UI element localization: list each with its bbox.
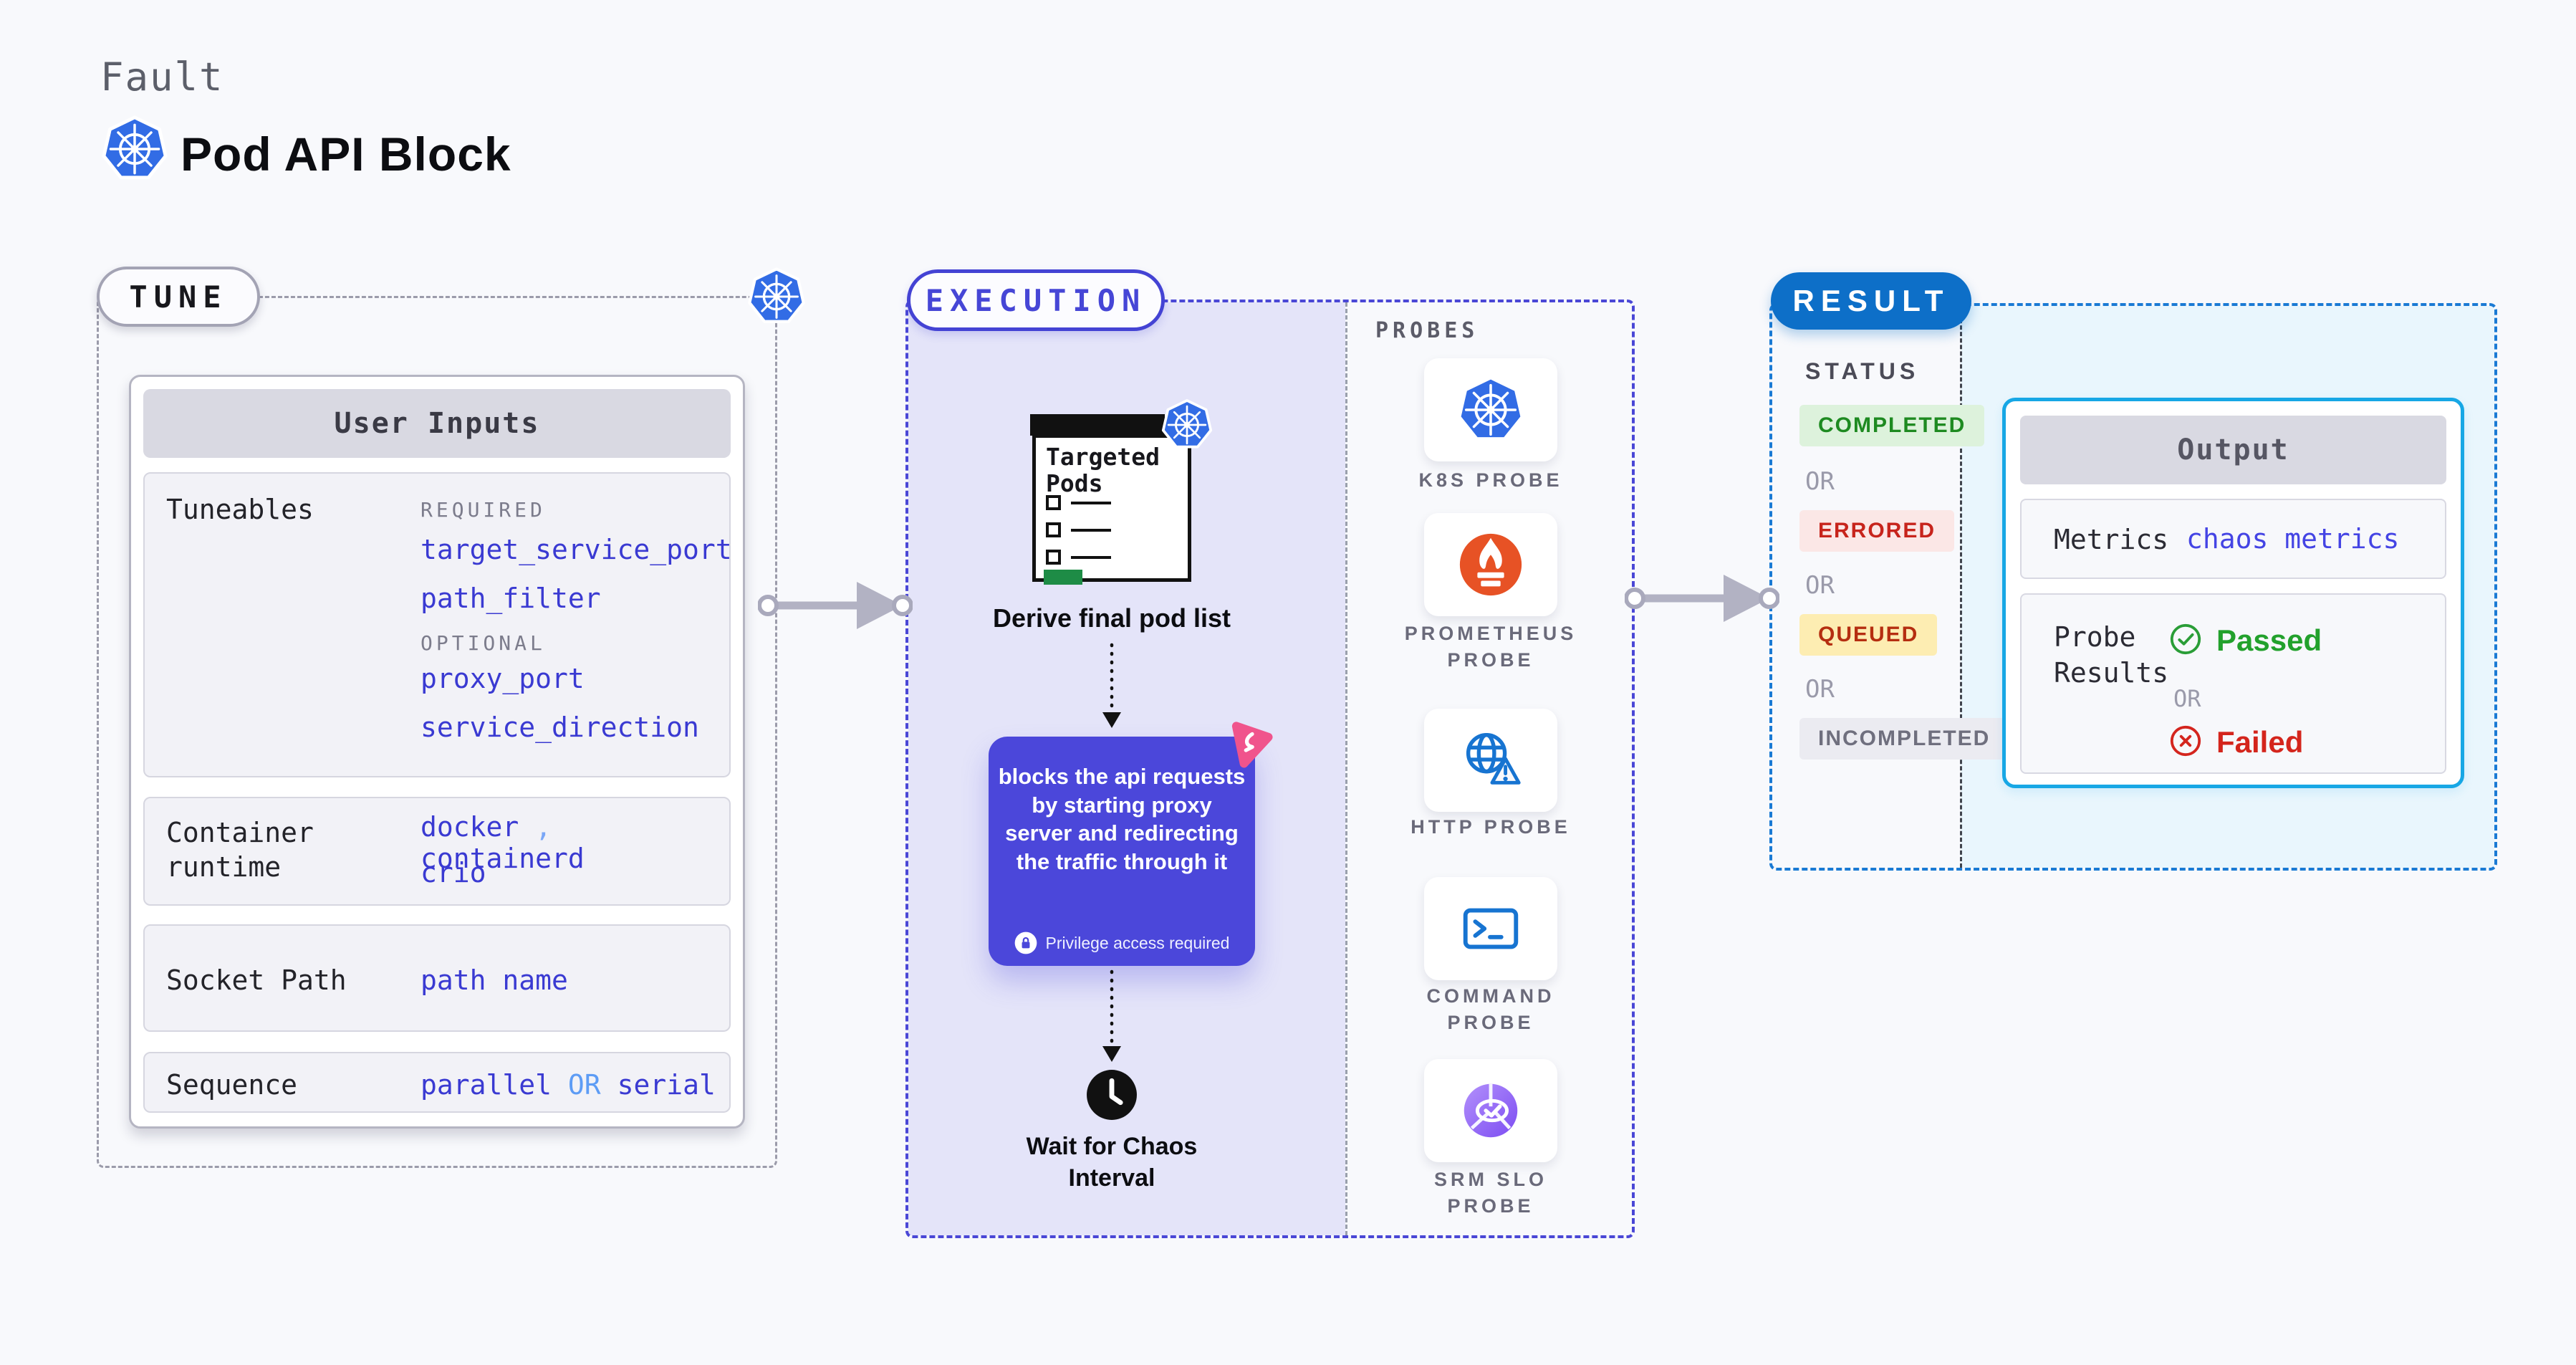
container-runtime-label: Container runtime (166, 817, 314, 883)
sequence-row: Sequence parallel OR serial (143, 1052, 731, 1113)
kubernetes-icon (1160, 398, 1213, 451)
user-inputs-title: User Inputs (143, 389, 731, 458)
wait-chaos-interval-label: Wait for Chaos Interval (1026, 1133, 1198, 1192)
or-label: OR (2173, 685, 2201, 712)
dotted-arrow-icon (1102, 969, 1121, 1062)
fault-eyebrow: Fault (100, 54, 224, 100)
tune-section (97, 296, 777, 1168)
terminal-icon (1456, 894, 1526, 964)
or-label: OR (1805, 675, 1835, 704)
optional-heading: OPTIONAL (420, 631, 546, 655)
list-line (1071, 528, 1111, 532)
x-circle-icon (2168, 724, 2203, 758)
pod-list-item (1046, 522, 1111, 537)
pod-list-item (1046, 550, 1111, 565)
probe-card-prometheus (1424, 513, 1557, 616)
or-keyword: OR (567, 1069, 601, 1101)
kubernetes-icon (746, 267, 807, 327)
probe-card-k8s (1424, 358, 1557, 461)
targeted-pods-clipboard: Targeted Pods (1032, 434, 1191, 585)
execution-badge: EXECUTION (907, 269, 1165, 331)
fault-description: blocks the api requests by starting prox… (998, 764, 1246, 875)
arrow-right-icon (1625, 562, 1779, 634)
pod-list-item (1046, 495, 1111, 510)
socket-path-value: path name (420, 964, 568, 996)
sequence-label: Sequence (166, 1069, 298, 1101)
tuneable-required-0: target_service_port (420, 534, 732, 565)
list-line (1071, 501, 1111, 504)
metrics-value: chaos metrics (2186, 523, 2400, 555)
sequence-value: parallel OR serial (420, 1069, 716, 1101)
tune-badge: TUNE (97, 267, 260, 327)
kubernetes-icon (100, 115, 169, 183)
check-circle-icon (2168, 622, 2203, 656)
tuneable-required-1: path_filter (420, 583, 601, 614)
probe-card-srm-slo (1424, 1059, 1557, 1162)
output-title: Output (2020, 416, 2446, 484)
status-heading: STATUS (1805, 358, 1920, 384)
result-badge: RESULT (1771, 272, 1971, 330)
dotted-arrow-icon (1102, 643, 1121, 728)
lock-icon (1014, 931, 1037, 954)
list-line (1071, 555, 1111, 559)
checkbox-icon (1046, 550, 1061, 565)
tuneables-row: Tuneables REQUIRED target_service_port p… (143, 472, 732, 777)
status-badge-incompleted: INCOMPLETED (1799, 718, 2009, 760)
checkbox-icon (1046, 522, 1061, 537)
status-badge-queued: QUEUED (1799, 614, 1938, 656)
globe-alert-icon (1456, 725, 1526, 795)
probe-card-command (1424, 877, 1557, 980)
failed-label: Failed (2216, 725, 2304, 759)
progress-bar (1044, 570, 1082, 585)
result-divider (1960, 306, 1962, 868)
derive-pod-list-label: Derive final pod list (992, 603, 1231, 633)
targeted-pods-title: Targeted Pods (1046, 443, 1160, 497)
or-label: OR (1805, 467, 1835, 496)
checkbox-icon (1046, 495, 1061, 510)
output-card: Output Metrics chaos metrics Probe Resul… (2002, 398, 2464, 788)
privilege-note: Privilege access required (989, 931, 1255, 954)
arrow-right-icon (758, 570, 913, 641)
probe-label: HTTP PROBE (1410, 816, 1571, 838)
tuneables-label: Tuneables (166, 494, 314, 525)
probe-card-http (1424, 709, 1557, 812)
container-runtime-row: Container runtime docker , containerd cr… (143, 797, 731, 906)
probe-label: COMMAND PROBE (1426, 985, 1555, 1033)
kubernetes-icon (1456, 375, 1526, 445)
execution-section (905, 300, 1635, 1238)
metrics-row: Metrics chaos metrics (2020, 499, 2446, 579)
probe-results-row: Probe Results Passed OR Failed (2020, 593, 2446, 774)
required-heading: REQUIRED (420, 498, 546, 522)
socket-path-row: Socket Path path name (143, 924, 731, 1032)
clipboard-top-bar (1030, 414, 1165, 436)
probe-label: PROMETHEUS PROBE (1404, 623, 1577, 671)
comma-separator: , (535, 811, 552, 843)
clock-icon (1085, 1068, 1139, 1122)
status-badge-errored: ERRORED (1799, 510, 1955, 552)
container-runtime-values-line1: docker , containerd (420, 811, 585, 874)
tuneable-optional-0: proxy_port (420, 663, 585, 694)
probes-divider (1345, 302, 1347, 1235)
probes-heading: PROBES (1375, 318, 1479, 343)
passed-label: Passed (2216, 623, 2322, 657)
probe-results-label: Probe Results (2054, 621, 2169, 689)
probe-label: K8S PROBE (1418, 469, 1563, 491)
socket-path-label: Socket Path (166, 964, 347, 996)
fault-description-box: blocks the api requests by starting prox… (989, 737, 1255, 966)
slo-check-icon (1456, 1076, 1526, 1146)
status-badge-completed: COMPLETED (1799, 405, 1985, 446)
probe-label: SRM SLO PROBE (1433, 1169, 1547, 1217)
prometheus-icon (1456, 530, 1526, 600)
container-runtime-values-line2: crio (420, 857, 486, 889)
tuneable-optional-1: service_direction (420, 712, 699, 743)
metrics-label: Metrics (2054, 524, 2169, 555)
or-label: OR (1805, 571, 1835, 600)
page-title: Pod API Block (181, 128, 511, 181)
result-section (1769, 303, 2497, 871)
